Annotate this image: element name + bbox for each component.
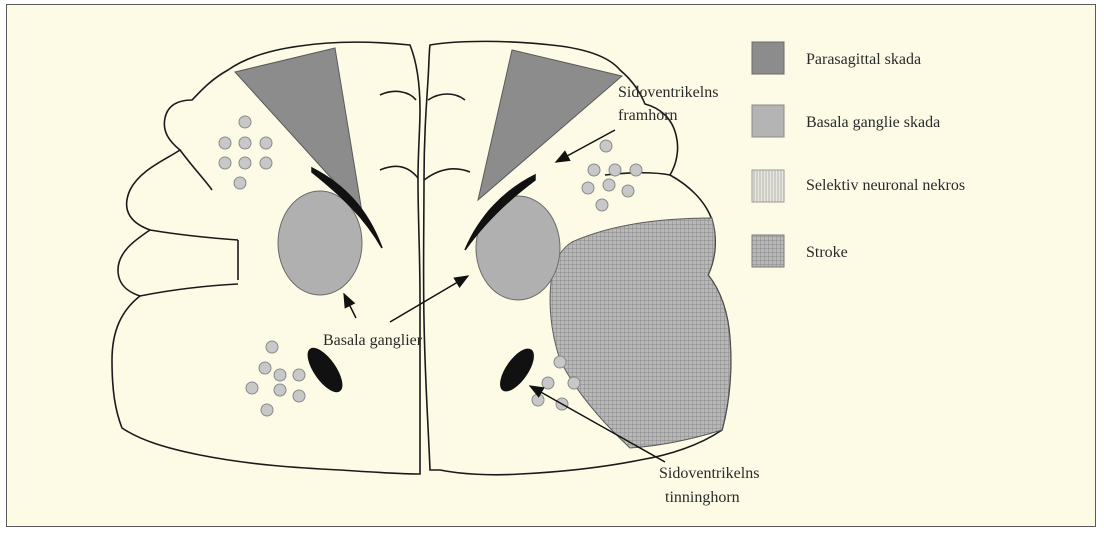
legend-swatch-neuronal bbox=[752, 170, 784, 202]
neuron-cluster-upper-right bbox=[582, 140, 642, 211]
legend-swatch-basal bbox=[752, 105, 784, 137]
legend-label-basal: Basala ganglie skada bbox=[806, 114, 940, 131]
neuron-cluster-upper-left bbox=[219, 116, 272, 189]
parasagittal-right bbox=[478, 50, 622, 200]
legend-label-neuronal: Selektiv neuronal nekros bbox=[806, 177, 965, 194]
legend-label-parasagittal: Parasagittal skada bbox=[806, 51, 921, 68]
legend-swatch-parasagittal bbox=[752, 42, 784, 74]
label-frontal-horn-line2: framhorn bbox=[618, 107, 678, 124]
basal-ganglia-left bbox=[278, 191, 362, 295]
legend-label-stroke: Stroke bbox=[806, 244, 848, 261]
label-basal-ganglia: Basala ganglier bbox=[323, 332, 423, 349]
label-temporal-horn-line2: tinninghorn bbox=[665, 489, 740, 506]
arrow-basal-left bbox=[344, 294, 356, 318]
legend-swatch-stroke bbox=[752, 235, 784, 267]
label-temporal-horn-line1: Sidoventrikelns bbox=[659, 465, 759, 482]
temporal-horn-right bbox=[494, 343, 541, 397]
stroke-region bbox=[550, 218, 731, 448]
temporal-horn-left bbox=[301, 342, 349, 397]
parasagittal-left bbox=[235, 48, 362, 212]
legend: Parasagittal skada Basala ganglie skada … bbox=[752, 42, 965, 267]
arrow-basal-right bbox=[390, 276, 468, 322]
neuron-cluster-lower-left bbox=[246, 341, 305, 416]
label-frontal-horn-line1: Sidoventrikelns bbox=[618, 84, 718, 101]
